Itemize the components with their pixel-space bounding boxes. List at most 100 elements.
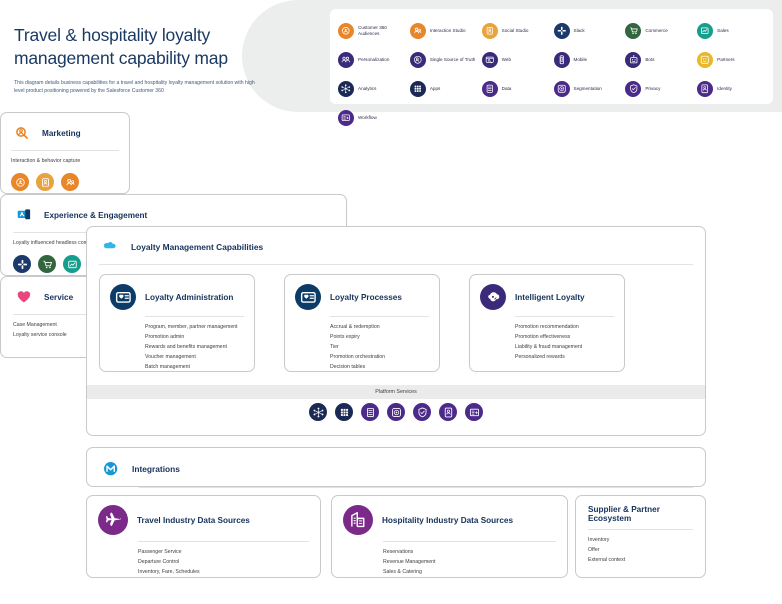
travel-header: Travel Industry Data Sources: [98, 505, 309, 535]
segmentation-icon: [553, 81, 570, 97]
list-item: Tier: [330, 344, 339, 350]
legend-item: Single Source of Truth: [409, 46, 480, 74]
legend-item-label: Slack: [573, 28, 585, 33]
legend-item-label: Social Studio: [501, 28, 529, 33]
sub-card-title: Loyalty Administration: [145, 292, 234, 302]
marketing-title: Marketing: [42, 128, 81, 138]
service-header: Service: [13, 286, 118, 308]
list-item: Offer: [588, 547, 600, 553]
list-item: Decision tables: [330, 364, 366, 370]
interaction-studio-icon: [61, 173, 79, 191]
slack-icon: [553, 23, 570, 39]
legend-item-label: Commerce: [645, 28, 668, 33]
card-travel-industry-data-sources[interactable]: Travel Industry Data Sources Passenger S…: [86, 495, 321, 578]
workflow-icon: [465, 403, 483, 421]
travel-title: Travel Industry Data Sources: [137, 515, 250, 525]
page-subtitle: This diagram details business capabiliti…: [14, 80, 255, 94]
list-item: Batch management: [145, 364, 190, 370]
card-hospitality-industry-data-sources[interactable]: Hospitality Industry Data Sources Reserv…: [331, 495, 568, 578]
supplier-title: Supplier & Partner Ecosystem: [588, 505, 660, 523]
sub-card-header: Intelligent Loyalty: [480, 284, 614, 310]
sub-card-header: Loyalty Administration: [110, 284, 244, 310]
loyalty-block-title: Loyalty Management Capabilities: [131, 242, 264, 252]
legend-item: Web: [481, 46, 552, 74]
analytics-icon: [338, 81, 354, 97]
personalization-icon: [338, 52, 354, 68]
legend-item: Workflow: [338, 104, 408, 132]
legend-item-label: Apps: [429, 86, 441, 91]
list-item: Passenger Service: [138, 549, 182, 555]
list-item: Personalized rewards: [515, 354, 565, 360]
legend-item-label: Workflow: [358, 115, 377, 120]
sub-card-header: Loyalty Processes: [295, 284, 429, 310]
legend-item-label: Partners: [717, 57, 735, 62]
integrations-title: Integrations: [132, 464, 180, 474]
experience-title: Experience & Engagement: [44, 210, 148, 220]
legend-item: Mobile: [553, 46, 624, 74]
legend-item-label: Sales: [717, 28, 729, 33]
marketing-header: Marketing: [11, 122, 119, 144]
list-item: Inventory, Fare, Schedules: [138, 569, 200, 575]
identity-icon: [697, 81, 714, 97]
legend-item-label: Customer 360 Audiences: [358, 25, 387, 36]
list-item: Voucher management: [145, 354, 196, 360]
divider: [11, 150, 119, 151]
sub-card-title: Intelligent Loyalty: [515, 292, 585, 302]
card-marketing[interactable]: Marketing Interaction & behavior capture: [0, 112, 130, 194]
experience-header: Experience & Engagement: [13, 204, 334, 226]
legend-item: Personalization: [338, 46, 408, 74]
marketing-product-icons: [11, 173, 119, 191]
loyalty-block-header: Loyalty Management Capabilities: [99, 236, 693, 258]
legend-item: Sales: [697, 17, 767, 45]
list-item: Inventory: [588, 537, 610, 543]
service-title: Service: [44, 292, 74, 302]
loyalty-card-icon: [110, 284, 136, 310]
platform-services-icons: [87, 403, 705, 421]
hospitality-title: Hospitality Industry Data Sources: [382, 515, 514, 525]
einstein-icon: [480, 284, 506, 310]
list-item: Promotion orchestration: [330, 354, 386, 360]
legend-item: Privacy: [625, 75, 695, 103]
partners-icon: [697, 52, 714, 68]
legend-item-label: Single Source of Truth: [429, 57, 476, 62]
list-item: Promotion recommendation: [515, 324, 579, 330]
list-item: Sales & Catering: [383, 569, 422, 575]
legend-item-label: Web: [501, 57, 512, 62]
legend-item-label: Identity: [717, 86, 732, 91]
legend-item: Identity: [697, 75, 767, 103]
legend-item: Bots: [625, 46, 695, 74]
sub-card-title: Loyalty Processes: [330, 292, 402, 302]
header: Travel & hospitality loyalty management …: [0, 0, 782, 126]
apps-icon: [335, 403, 353, 421]
legend-item: Interaction Studio: [409, 17, 480, 45]
integrations-header: Integrations: [99, 457, 693, 481]
divider: [99, 264, 693, 265]
legend-item-label: Privacy: [645, 86, 661, 91]
divider: [383, 541, 556, 542]
legend-item-label: Mobile: [573, 57, 588, 62]
divider: [330, 316, 429, 317]
legend-item: Apps: [409, 75, 480, 103]
marketing-item-list: Interaction & behavior capture: [11, 156, 119, 166]
legend-item: Analytics: [338, 75, 408, 103]
privacy-icon: [625, 81, 642, 97]
divider: [13, 314, 118, 315]
legend-grid: Customer 360 Audiences Interaction Studio…: [338, 17, 767, 132]
card-integrations[interactable]: Integrations: [86, 447, 706, 488]
data-icon: [361, 403, 379, 421]
list-item: Accrual & redemption: [330, 324, 380, 330]
data-icon: [481, 81, 498, 97]
sales-icon: [697, 23, 714, 39]
hospitality-header: Hospitality Industry Data Sources: [343, 505, 556, 535]
list-item: Case Management: [13, 322, 57, 328]
list-item: Revenue Management: [383, 559, 436, 565]
